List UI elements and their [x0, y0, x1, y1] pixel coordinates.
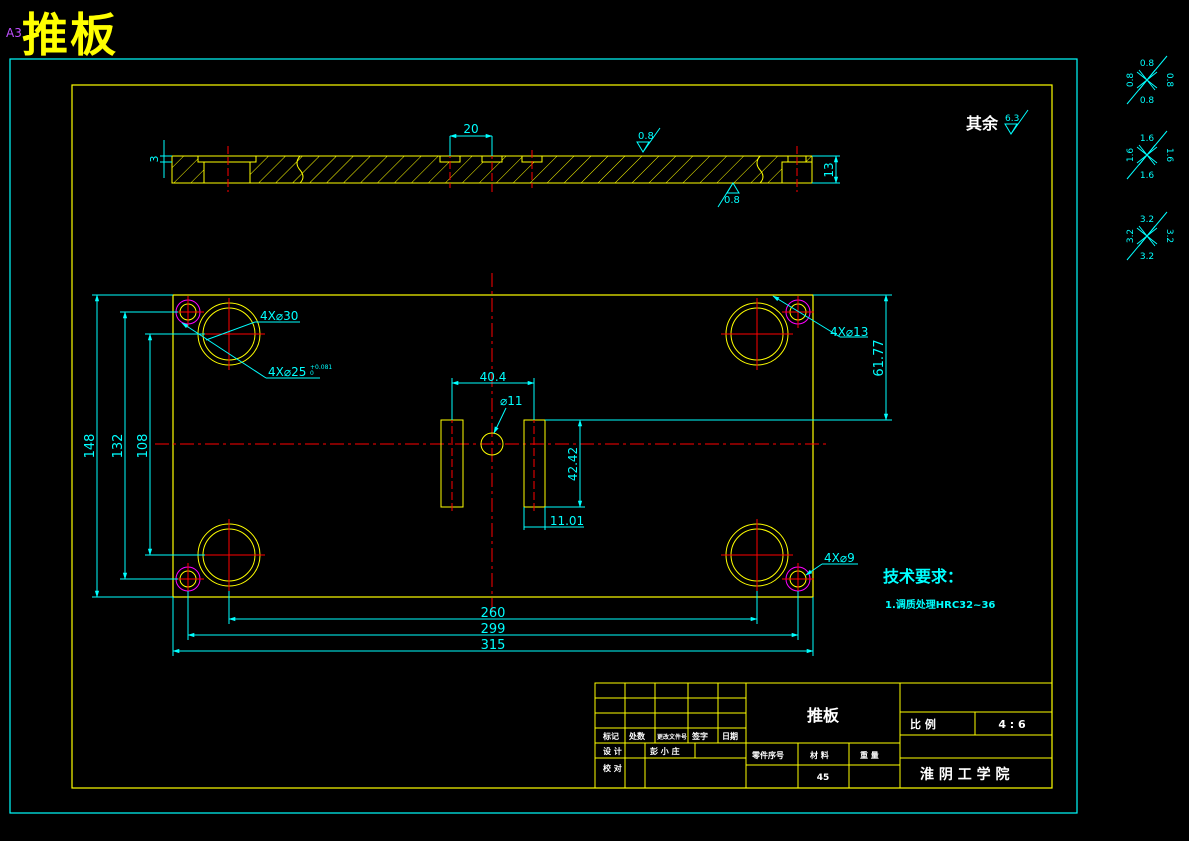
svg-text:1.6: 1.6 — [1140, 171, 1155, 181]
svg-text:1.6: 1.6 — [1140, 134, 1155, 144]
svg-text:1.6: 1.6 — [1126, 148, 1136, 163]
svg-text:45: 45 — [817, 773, 830, 783]
plan-view: 260 299 315 148 132 108 61.77 40.4 — [83, 273, 892, 656]
corner-hole-tr — [782, 296, 814, 328]
dim-42-42: 42.42 — [566, 447, 580, 481]
tech-title: 技术要求： — [883, 567, 963, 586]
callout-counterbore: 4X⌀30 — [260, 309, 298, 323]
title-block-school: 淮 阴 工 学 院 — [920, 766, 1010, 783]
section-slot-dim: 20 — [463, 122, 478, 136]
svg-text:0.8: 0.8 — [1140, 59, 1155, 69]
tech-requirements: 技术要求： 1.调质处理HRC32~36 — [883, 567, 995, 611]
svg-text:3.2: 3.2 — [1126, 229, 1136, 243]
dim-260: 260 — [481, 606, 506, 621]
callout-hole-b: 4X⌀9 — [824, 551, 855, 565]
dim-148: 148 — [83, 434, 98, 459]
center-hole — [480, 432, 504, 456]
svg-text:3.2: 3.2 — [1140, 215, 1154, 225]
roughness-symbol-1: 0.8 0.8 0.8 0.8 — [1126, 55, 1174, 106]
svg-text:1.6: 1.6 — [1164, 148, 1174, 163]
callout-bore-tol-lower: 0 — [310, 370, 314, 377]
dim-299: 299 — [481, 622, 506, 637]
dim-center-hole: ⌀11 — [500, 394, 523, 408]
svg-text:更改文件号: 更改文件号 — [657, 733, 687, 741]
svg-text:处数: 处数 — [628, 731, 646, 741]
roughness-symbol-2: 1.6 1.6 1.6 1.6 — [1126, 130, 1174, 181]
general-roughness: 其余 6.3 — [966, 109, 1029, 135]
general-roughness-label: 其余 — [966, 114, 999, 133]
callout-bore-tol-upper: +0.081 — [310, 364, 332, 371]
title-block-text: 标记 处数 更改文件号 签字 日期 设 计 彭 小 庄 校 对 推板 零件序号 … — [602, 706, 1026, 783]
outer-frame — [9, 58, 1078, 814]
svg-text:重 量: 重 量 — [860, 750, 879, 760]
dim-108: 108 — [136, 434, 151, 459]
dim-315: 315 — [481, 638, 506, 653]
svg-text:零件序号: 零件序号 — [751, 750, 784, 760]
svg-text:签字: 签字 — [691, 731, 708, 741]
title-block — [594, 682, 1053, 789]
svg-text:彭 小 庄: 彭 小 庄 — [650, 746, 680, 756]
dim-40-4: 40.4 — [480, 370, 507, 384]
tech-item-1: 1.调质处理HRC32~36 — [885, 598, 995, 611]
section-step-dim: 3 — [148, 156, 161, 163]
svg-text:3.2: 3.2 — [1140, 252, 1154, 262]
counterbore-br — [721, 519, 793, 591]
general-roughness-value: 6.3 — [1005, 114, 1019, 124]
plate-outline — [172, 294, 814, 598]
svg-text:0.8: 0.8 — [1126, 73, 1136, 88]
section-view: 20 13 3 0.8 0.8 — [148, 122, 840, 208]
sheet-title: 推板 — [22, 8, 118, 62]
svg-text:0.8: 0.8 — [1164, 73, 1174, 88]
svg-text:4 : 6: 4 : 6 — [998, 718, 1026, 731]
svg-text:标记: 标记 — [602, 731, 619, 741]
svg-text:日期: 日期 — [722, 731, 738, 741]
svg-text:设 计: 设 计 — [603, 746, 622, 756]
counterbore-tr — [721, 298, 793, 370]
svg-text:3.2: 3.2 — [1164, 229, 1174, 243]
inner-frame — [71, 84, 1053, 789]
callout-hole-a: 4X⌀13 — [830, 325, 868, 339]
section-roughness-bottom: 0.8 — [724, 195, 740, 206]
section-thickness-dim: 13 — [822, 162, 836, 177]
svg-text:材 料: 材 料 — [810, 750, 829, 760]
corner-hole-br — [782, 563, 814, 595]
dim-61-77: 61.77 — [872, 339, 887, 376]
dim-132: 132 — [111, 434, 126, 459]
title-block-part-name: 推板 — [807, 706, 840, 725]
svg-text:0.8: 0.8 — [1140, 96, 1155, 106]
section-roughness-top: 0.8 — [638, 131, 654, 142]
svg-text:校 对: 校 对 — [603, 763, 622, 773]
dim-11-01: 11.01 — [550, 514, 584, 528]
sheet-size-tag: A3 — [6, 26, 22, 40]
roughness-symbol-3: 3.2 3.2 3.2 3.2 — [1126, 211, 1174, 262]
svg-text:比 例: 比 例 — [910, 717, 936, 731]
callout-bore: 4X⌀25 — [268, 365, 306, 379]
